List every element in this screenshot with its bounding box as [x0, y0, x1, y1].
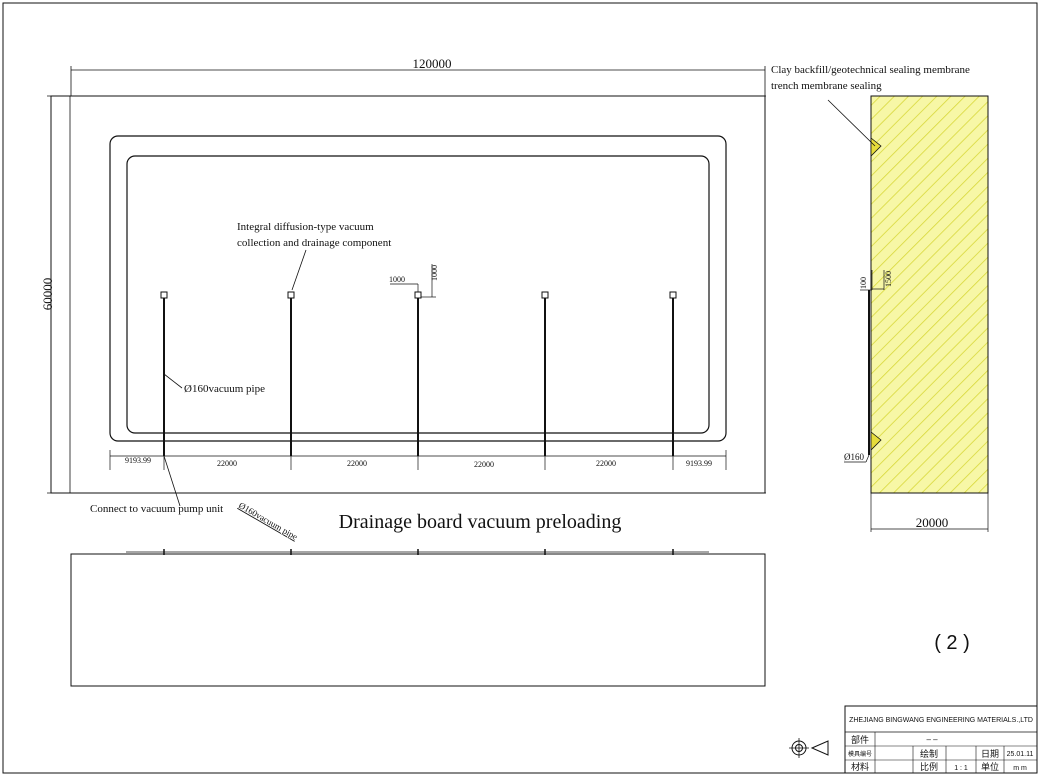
- spacing-label: 22000: [217, 459, 237, 468]
- title-block: ZHEJIANG BINGWANG ENGINEERING MATERIALS.…: [844, 705, 1038, 774]
- section-1500-label: 1500: [884, 271, 893, 287]
- svg-text:collection and drainage compon: collection and drainage component: [237, 237, 391, 249]
- collector-detail-dims: 1000 1000: [389, 264, 439, 298]
- spacing-label: 22000: [596, 459, 616, 468]
- pump-connection-callout: Connect to vacuum pump unit: [90, 455, 223, 515]
- section-pipe-label: Ø160: [844, 452, 864, 462]
- svg-text:Ø160vacuum pipe: Ø160vacuum pipe: [184, 383, 265, 395]
- svg-text:单位: 单位: [981, 761, 999, 772]
- clay-callout-line1: Clay backfill/geotechnical sealing membr…: [771, 64, 970, 76]
- svg-text:比例: 比例: [920, 761, 938, 772]
- svg-text:日期: 日期: [981, 749, 999, 759]
- overall-height-label: 60000: [40, 278, 55, 311]
- svg-text:m m: m m: [1013, 765, 1027, 772]
- vacuum-pipe-callout: Ø160vacuum pipe: [163, 373, 265, 395]
- spacing-label: 9193.99: [125, 456, 151, 465]
- elevation-pipe-label: Ø160vacuum pipe: [237, 500, 299, 542]
- svg-text:部件: 部件: [851, 734, 869, 745]
- section-view: 100 1500 Ø160 20000 Clay backfill/geotec…: [771, 64, 989, 532]
- company-name: ZHEJIANG BINGWANG ENGINEERING MATERIALS.…: [849, 717, 1033, 724]
- detail-h-label: 1000: [389, 275, 405, 284]
- detail-v-label: 1000: [430, 265, 439, 281]
- drawing-title: Drainage board vacuum preloading: [339, 511, 622, 533]
- spacing-dims: 9193.99 22000 22000 22000 22000 9193.99: [109, 450, 727, 470]
- section-width-label: 20000: [916, 515, 949, 530]
- spacing-label: 22000: [347, 459, 367, 468]
- spacing-label: 22000: [474, 460, 494, 469]
- vacuum-pipes: [160, 291, 677, 456]
- svg-text:25.01.11: 25.01.11: [1007, 751, 1034, 758]
- sheet-number: ( 2 ): [934, 632, 970, 654]
- svg-text:Connect to vacuum pump unit: Connect to vacuum pump unit: [90, 503, 223, 515]
- elevation-view: [70, 549, 766, 687]
- svg-text:Integral diffusion-type vacuum: Integral diffusion-type vacuum: [237, 221, 374, 233]
- svg-text:模具编号: 模具编号: [848, 750, 872, 758]
- projection-symbol-icon: [789, 738, 829, 758]
- diffusion-component-callout: Integral diffusion-type vacuum collectio…: [237, 221, 391, 291]
- spacing-label: 9193.99: [686, 459, 712, 468]
- soil-section: [870, 95, 989, 494]
- clay-callout-line2: trench membrane sealing: [771, 80, 882, 92]
- svg-text:绘制: 绘制: [920, 748, 938, 759]
- svg-text:– –: – –: [926, 735, 938, 744]
- svg-text:材料: 材料: [851, 761, 869, 772]
- plan-view: 120000 60000: [40, 56, 766, 542]
- overall-width-label: 120000: [413, 56, 452, 71]
- section-100-label: 100: [859, 277, 868, 289]
- svg-text:1 : 1: 1 : 1: [954, 765, 968, 772]
